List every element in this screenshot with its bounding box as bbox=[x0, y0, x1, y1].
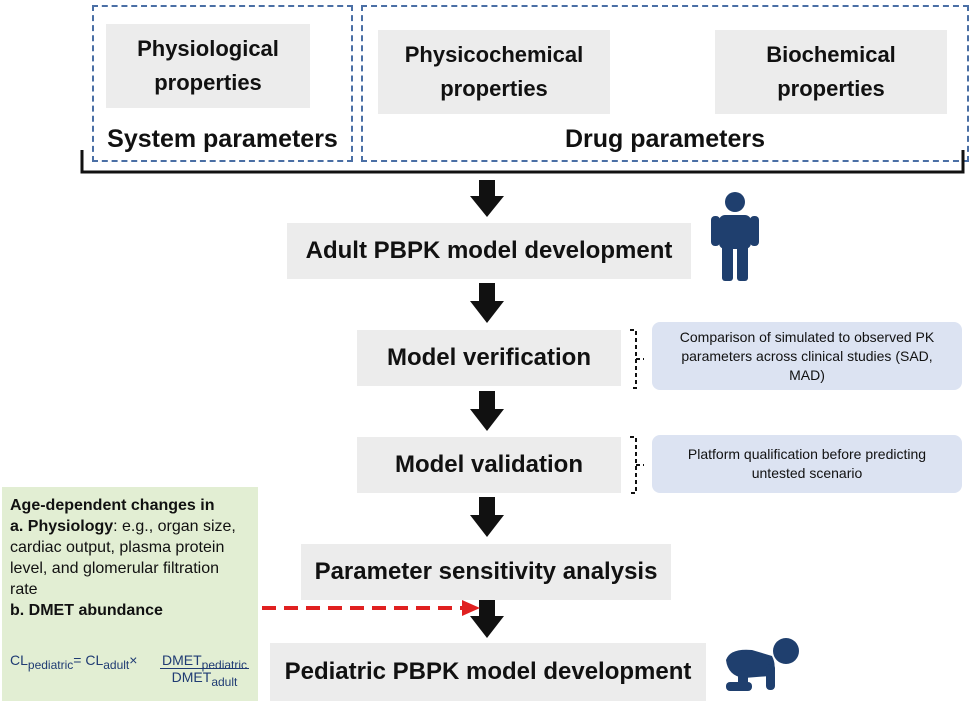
physicochemical-properties-label: Physicochemical properties bbox=[404, 42, 584, 101]
model-verification-step: Model verification bbox=[357, 330, 621, 386]
adult-person-icon bbox=[711, 192, 759, 281]
physiology-item: a. Physiology: e.g., organ size, cardiac… bbox=[10, 516, 250, 600]
arrow-4 bbox=[470, 497, 504, 537]
dmet-fraction: DMETpediatric DMETadult bbox=[160, 652, 250, 689]
parameters-bracket bbox=[80, 150, 965, 174]
sensitivity-analysis-step: Parameter sensitivity analysis bbox=[301, 544, 671, 600]
crawling-baby-icon bbox=[726, 638, 799, 691]
pediatric-pbpk-label: Pediatric PBPK model development bbox=[284, 658, 692, 685]
adult-pbpk-step: Adult PBPK model development bbox=[287, 223, 691, 279]
physiology-text: : e.g., organ size, cardiac output, plas… bbox=[10, 518, 236, 598]
model-verification-label: Model verification bbox=[386, 344, 592, 371]
clearance-formula: CLpediatric= CLadult× DMETpediatric DMET… bbox=[10, 652, 250, 689]
physiology-label: a. Physiology bbox=[10, 518, 114, 535]
age-dependent-heading: Age-dependent changes in bbox=[10, 497, 215, 514]
arrow-2 bbox=[470, 283, 504, 323]
biochemical-properties-label: Biochemical properties bbox=[766, 42, 896, 101]
drug-parameters-group bbox=[361, 5, 969, 162]
arrow-3 bbox=[470, 391, 504, 431]
validation-note-text: Platform qualification before predicting… bbox=[687, 446, 927, 481]
verification-note: Comparison of simulated to observed PK p… bbox=[652, 322, 962, 390]
system-parameters-label: System parameters bbox=[107, 125, 338, 153]
dmet-label: b. DMET abundance bbox=[10, 602, 163, 619]
adult-pbpk-label: Adult PBPK model development bbox=[305, 237, 673, 264]
physiological-properties-box: Physiological properties bbox=[106, 24, 310, 108]
system-parameters-group bbox=[92, 5, 353, 162]
arrow-1 bbox=[470, 180, 504, 217]
drug-parameters-label: Drug parameters bbox=[564, 125, 766, 153]
validation-bracket bbox=[630, 436, 644, 494]
verification-note-text: Comparison of simulated to observed PK p… bbox=[679, 328, 935, 383]
model-validation-step: Model validation bbox=[357, 437, 621, 493]
dmet-item: b. DMET abundance bbox=[10, 600, 250, 621]
verification-bracket bbox=[630, 329, 644, 389]
biochemical-properties-box: Biochemical properties bbox=[715, 30, 947, 114]
pediatric-pbpk-step: Pediatric PBPK model development bbox=[270, 643, 706, 701]
physicochemical-properties-box: Physicochemical properties bbox=[378, 30, 610, 114]
red-dashed-arrow bbox=[262, 600, 480, 616]
arrow-5 bbox=[470, 600, 504, 638]
sensitivity-analysis-label: Parameter sensitivity analysis bbox=[314, 558, 658, 585]
physiological-properties-label: Physiological properties bbox=[137, 36, 279, 95]
age-dependent-box: Age-dependent changes in a. Physiology: … bbox=[2, 487, 258, 701]
model-validation-label: Model validation bbox=[394, 451, 583, 478]
validation-note: Platform qualification before predicting… bbox=[652, 435, 962, 493]
